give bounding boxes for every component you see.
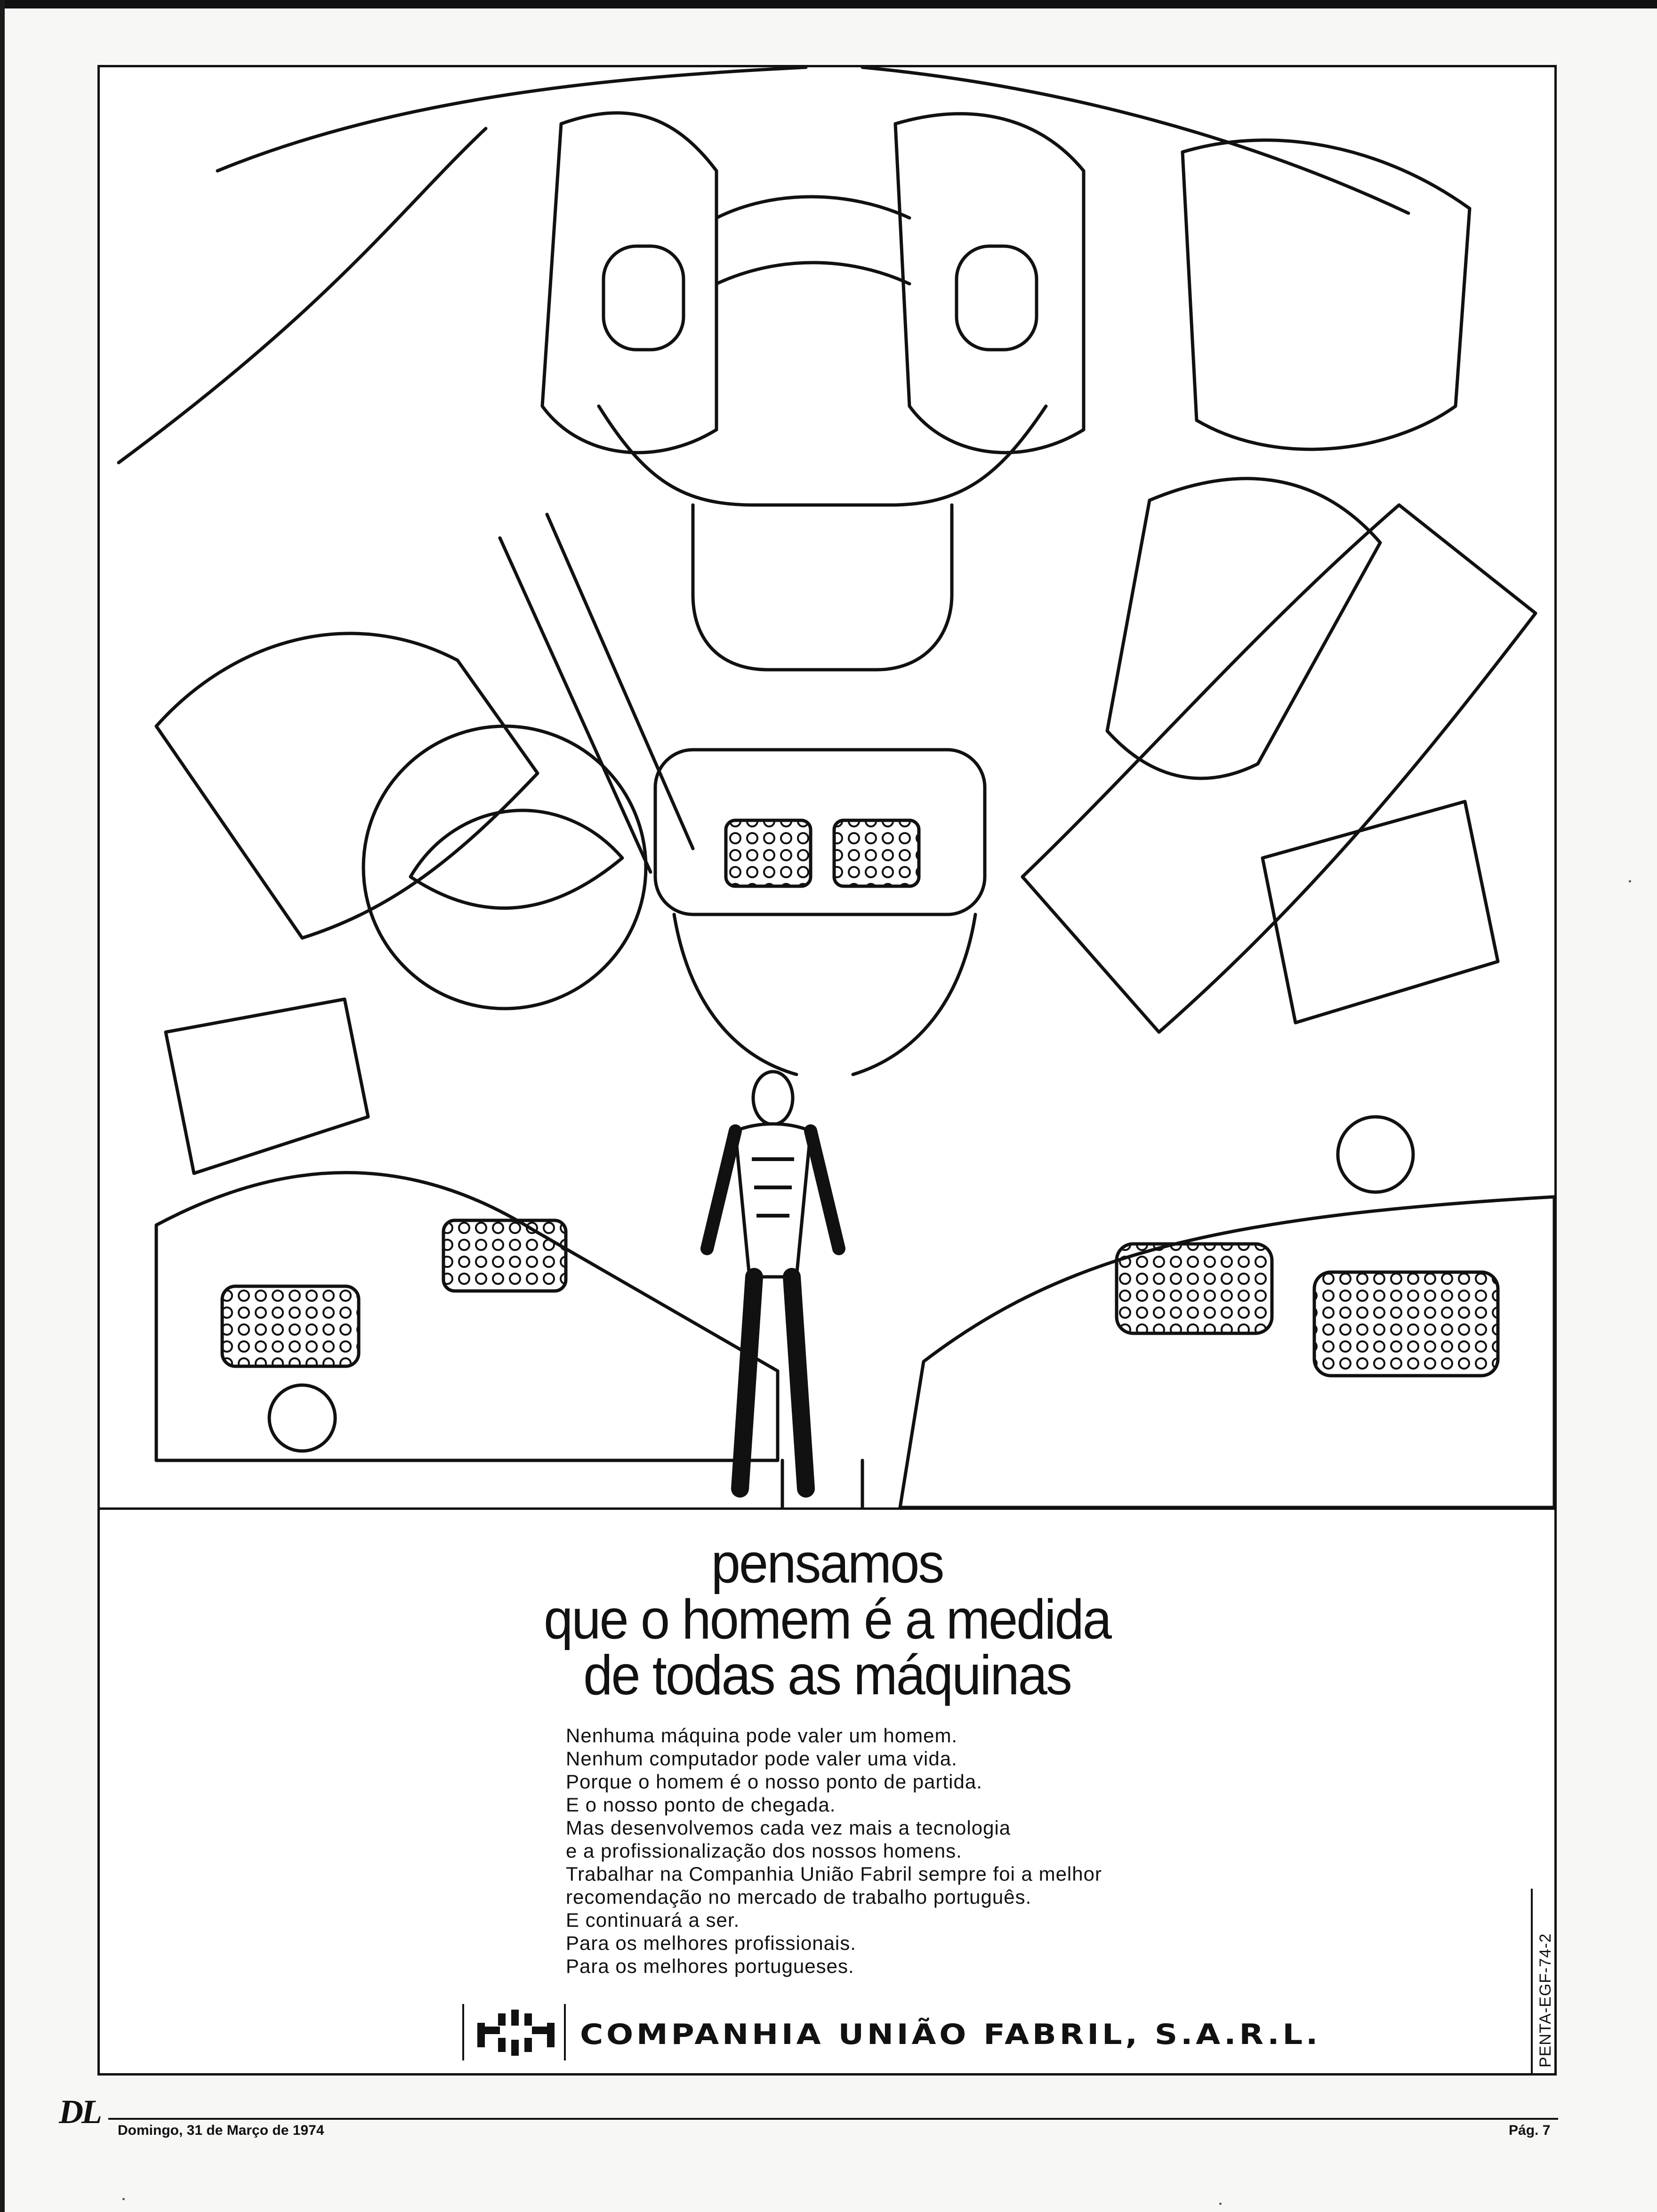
body-line: Para os melhores profissionais.	[566, 1932, 856, 1954]
body-line: Para os melhores portugueses.	[566, 1955, 854, 1977]
machinery-illustration	[100, 67, 1554, 1510]
top-page-rule	[0, 0, 1657, 8]
body-line: Nenhum computador pode valer uma vida.	[566, 1747, 957, 1770]
human-figure-icon	[700, 1070, 845, 1498]
cuf-logo-icon	[462, 2004, 566, 2060]
advertisement: pensamos que o homem é a medida de todas…	[97, 65, 1557, 2076]
headline-line: de todas as máquinas	[583, 1643, 1072, 1707]
company-name: COMPANHIA UNIÃO FABRIL, S.A.R.L.	[580, 2018, 1321, 2051]
headline-line: que o homem é a medida	[543, 1588, 1112, 1651]
newspaper-logo: DL	[59, 2093, 102, 2131]
paper-speck	[122, 2198, 125, 2200]
body-line: E continuará a ser.	[566, 1909, 740, 1931]
left-page-edge	[0, 0, 5, 2212]
body-line: Nenhuma máquina pode valer um homem.	[566, 1724, 958, 1747]
body-line: Mas desenvolvemos cada vez mais a tecnol…	[566, 1817, 1011, 1839]
body-line: E o nosso ponto de chegada.	[566, 1794, 836, 1816]
paper-speck	[1629, 880, 1631, 882]
headline-line: pensamos	[711, 1532, 945, 1595]
footer-rule	[108, 2118, 1558, 2120]
company-signature: COMPANHIA UNIÃO FABRIL, S.A.R.L.	[462, 2004, 1318, 2060]
print-code-panel: PENTA-EGF-74-2	[1531, 1889, 1554, 2073]
body-copy: Nenhuma máquina pode valer um homem. Nen…	[566, 1724, 1319, 1978]
publication-date: Domingo, 31 de Março de 1974	[118, 2123, 324, 2138]
headline: pensamos que o homem é a medida de todas…	[100, 1532, 1554, 1707]
page-number: Pág. 7	[1509, 2123, 1551, 2138]
print-code: PENTA-EGF-74-2	[1536, 1933, 1554, 2068]
body-line: e a profissionalização dos nossos homens…	[566, 1840, 962, 1862]
machinery-icon	[100, 67, 1554, 1507]
body-line: recomendação no mercado de trabalho port…	[566, 1886, 1032, 1908]
body-line: Trabalhar na Companhia União Fabril semp…	[566, 1863, 1102, 1885]
body-line: Porque o homem é o nosso ponto de partid…	[566, 1771, 982, 1793]
paper-speck	[1219, 2203, 1222, 2205]
